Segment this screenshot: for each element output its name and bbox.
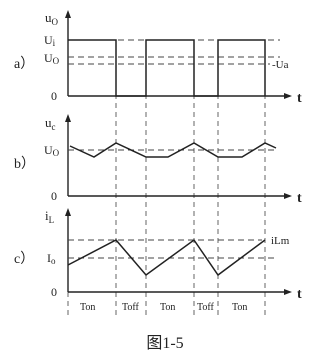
panel-b-capacitor-ripple [69,142,277,158]
panel-c-x-arrow [284,289,292,295]
panel-b-y-arrow [65,114,71,122]
figure-caption: 图1-5 [146,335,183,352]
panel-b-origin: 0 [51,189,57,203]
panel-a-x-arrow [284,93,292,99]
panel-c: c） iL Io iLm 0 t Ton Toff Ton Toff Ton [14,208,302,313]
panel-c-y-arrow [65,208,71,216]
panel-a-origin: 0 [51,89,57,103]
panel-a-ui-label: Ui [44,33,56,48]
interval-label: Ton [232,302,247,313]
panel-c-ilm-label: iLm [271,235,290,247]
interval-label: Toff [122,302,140,313]
panel-c-y-label: iL [45,208,54,225]
panel-a-y-label: uO [45,10,59,27]
panel-c-io-label: Io [47,251,56,266]
panel-b-t-label: t [297,191,302,206]
switching-time-guides [67,40,266,318]
panel-a-square-wave [68,39,266,97]
panel-a-label: a） [14,56,34,72]
panel-c-origin: 0 [51,285,57,299]
panel-a-ua-label: -Ua [272,59,289,71]
panel-b-y-label: uc [45,115,56,132]
panel-a-y-arrow [65,10,71,18]
panel-c-label: c） [14,251,34,267]
panel-c-t-label: t [297,287,302,302]
panel-a-uo-label: UO [44,51,60,66]
interval-label: Toff [197,302,215,313]
panel-c-inductor-current [67,238,266,277]
panel-b-label: b） [14,156,35,172]
panel-a: a） uO Ui UO -Ua 0 t [14,10,302,106]
panel-b-uo-label: UO [44,143,60,158]
panel-b-x-arrow [284,193,292,199]
interval-label: Ton [160,302,175,313]
panel-b: b） uc UO 0 t [14,114,302,206]
panel-a-t-label: t [297,91,302,106]
interval-label: Ton [80,302,95,313]
